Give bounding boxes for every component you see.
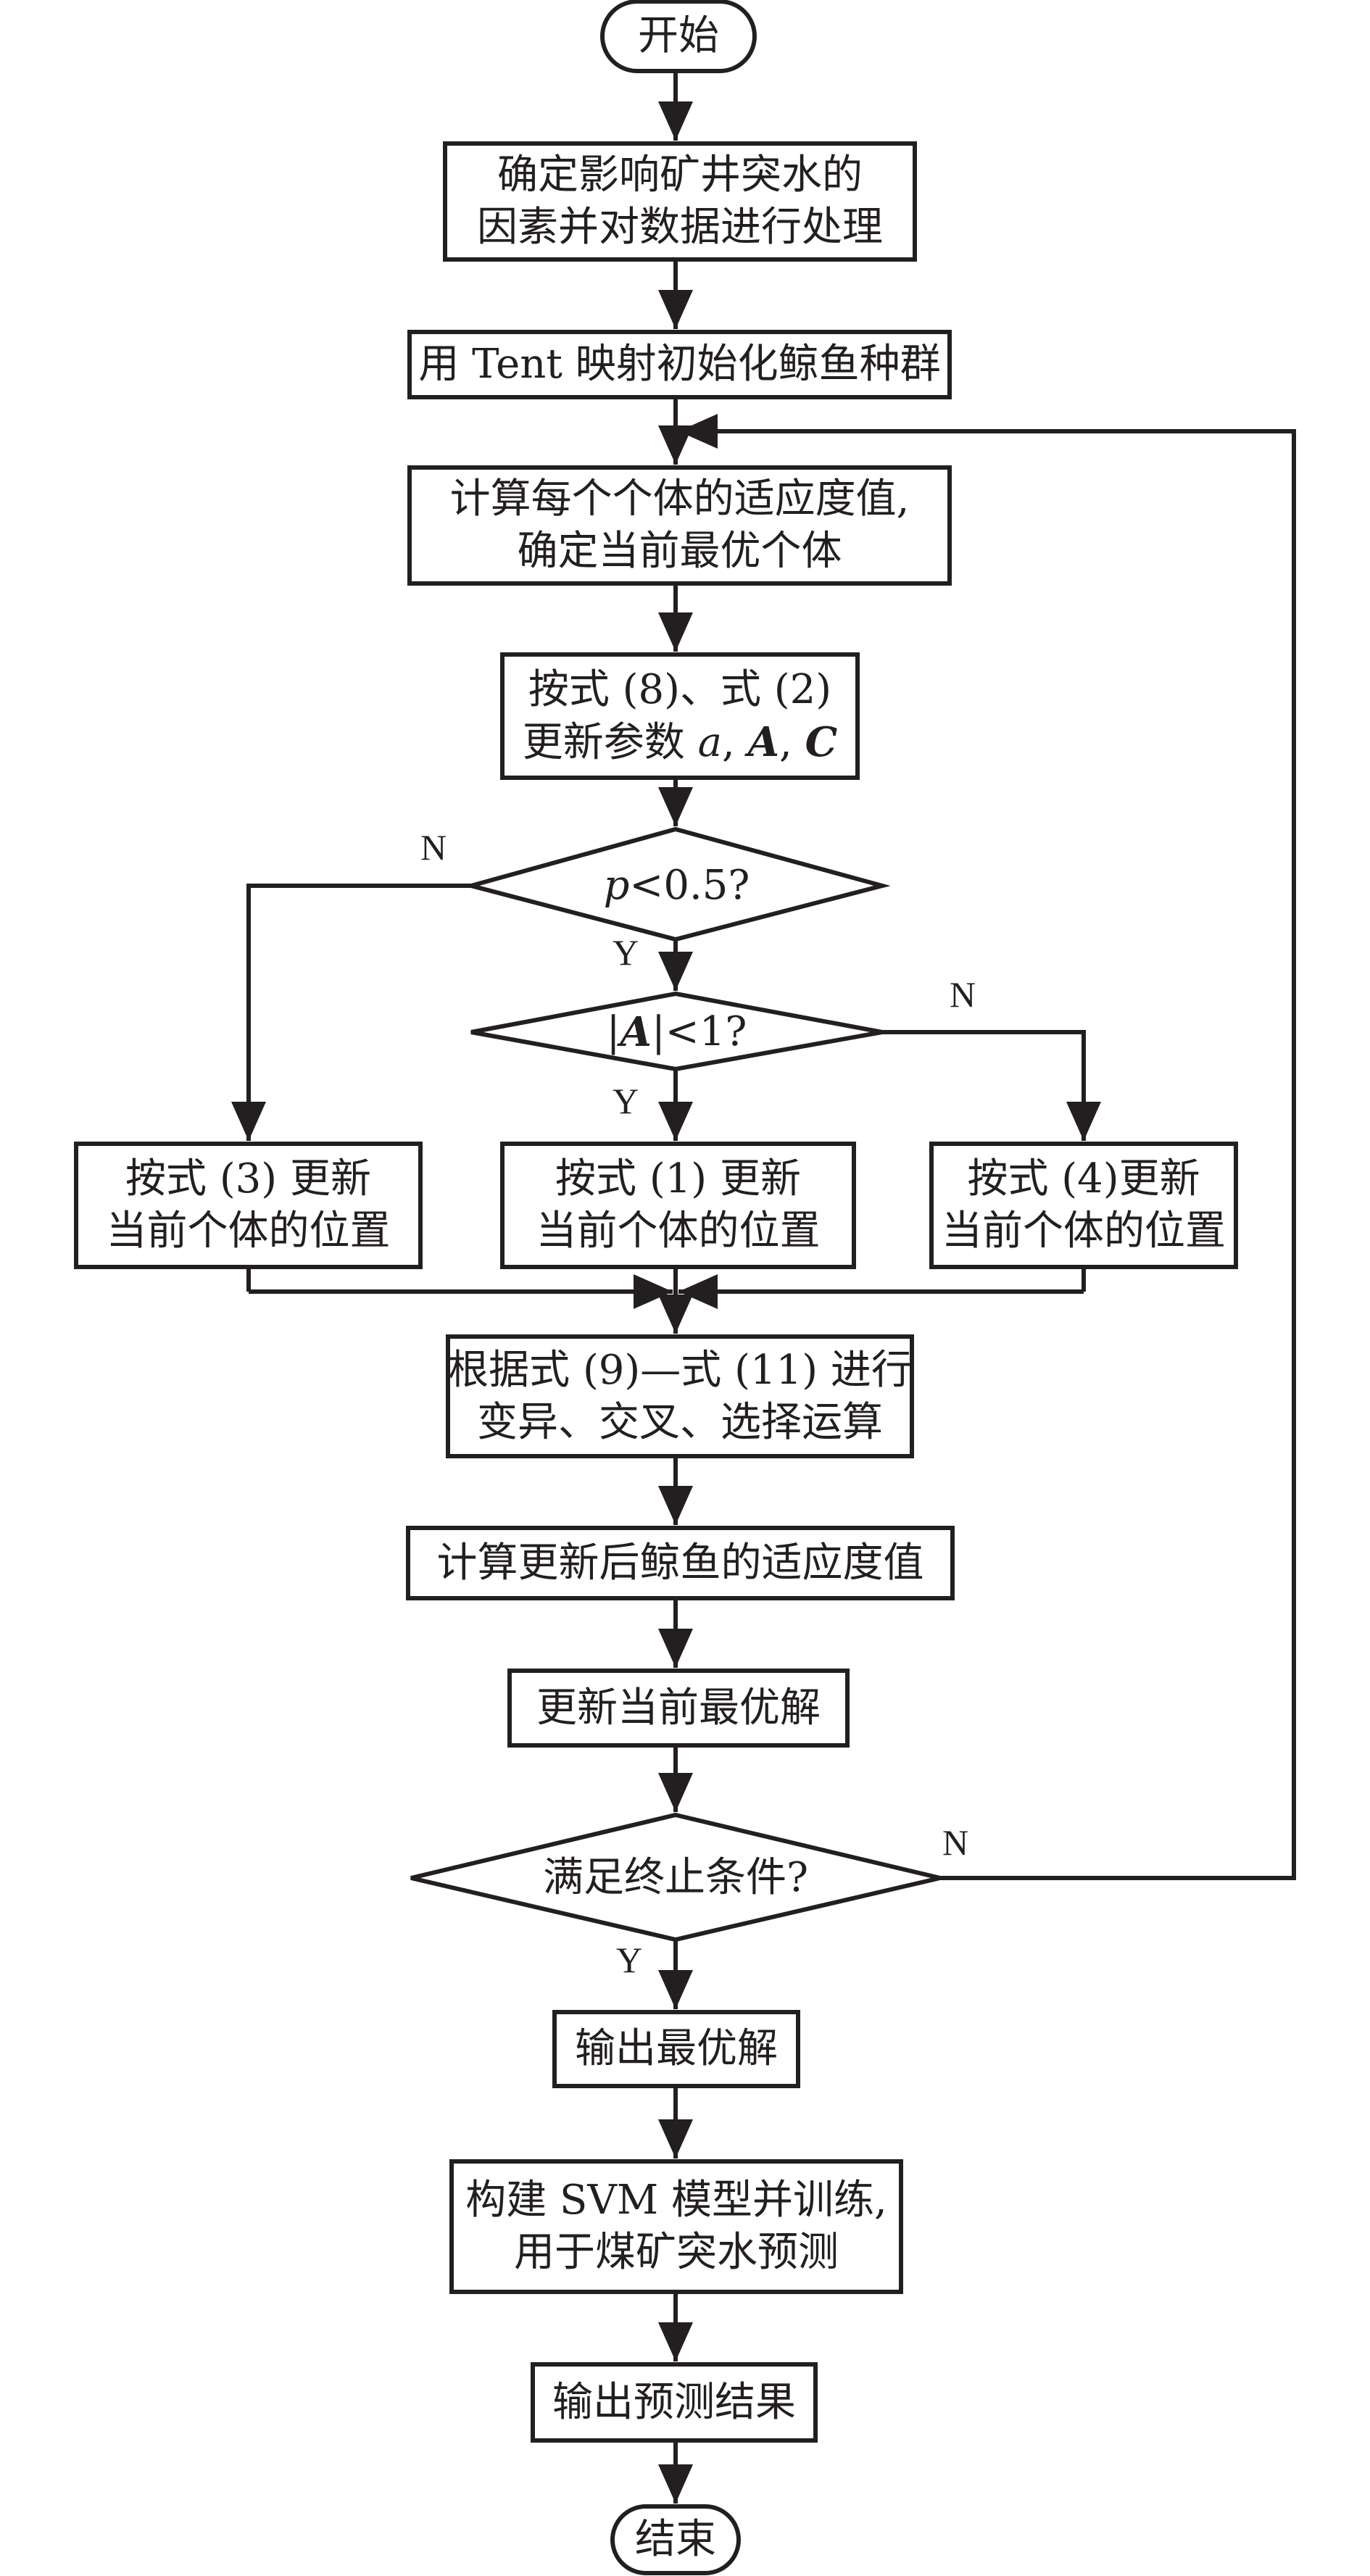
update-best-box xyxy=(507,1669,850,1748)
calc-fitness-label: 计算每个个体的适应度值, 确定当前最优个体 xyxy=(449,475,910,575)
arrow-p-no-pos3 xyxy=(231,884,471,1141)
build-svm-label: 构建 SVM 模型并训练, 用于煤矿突水预测 xyxy=(465,2177,887,2276)
calc-fitness-updated-box xyxy=(406,1526,955,1600)
decision-A-open: | xyxy=(606,1008,620,1055)
ga-ops-label: 根据式 (9)—式 (11) 进行 变异、交叉、选择运算 xyxy=(448,1346,912,1446)
decision-A-rest: |<1? xyxy=(651,1008,747,1055)
branch-p-yes: Y xyxy=(613,932,639,973)
calc-fitness-updated-label: 计算更新后鲸鱼的适应度值 xyxy=(436,1539,924,1587)
start-terminal-shape xyxy=(600,0,757,73)
update-pos-4-label: 按式 (4)更新 当前个体的位置 xyxy=(942,1155,1226,1255)
start-label: 开始 xyxy=(638,12,719,59)
identify-factors-box xyxy=(443,141,917,262)
arrow-stop-no-loop xyxy=(678,414,1296,1880)
update-pos-1-label: 按式 (1) 更新 当前个体的位置 xyxy=(536,1155,821,1255)
end-terminal-shape xyxy=(610,2504,741,2575)
tent-init-box xyxy=(407,330,952,399)
calc-fitness-box xyxy=(407,465,952,586)
param-C: C xyxy=(805,718,838,766)
param-A: A xyxy=(747,718,780,766)
decision-stop-label: 满足终止条件? xyxy=(542,1854,809,1901)
branch-A-no: N xyxy=(950,974,976,1015)
tent-init-label: 用 Tent 映射初始化鲸鱼种群 xyxy=(418,341,941,388)
branch-stop-yes: Y xyxy=(616,1940,643,1980)
param-a: a xyxy=(697,718,722,766)
decision-p-rest: <0.5? xyxy=(629,862,750,909)
identify-factors-label: 确定影响矿井突水的 因素并对数据进行处理 xyxy=(477,151,883,251)
decision-p-label: p<0.5? xyxy=(471,857,882,915)
update-params-prefix: 更新参数 xyxy=(522,718,698,766)
end-label: 结束 xyxy=(635,2516,716,2563)
update-pos-1-box xyxy=(500,1142,856,1269)
decision-p-var: p xyxy=(603,862,630,909)
update-params-line2: 更新参数 a, A, C xyxy=(522,718,838,766)
ga-ops-box xyxy=(446,1334,914,1458)
arrow-A-no-pos4 xyxy=(882,1030,1101,1141)
update-params-box xyxy=(500,652,860,780)
decision-A-var: A xyxy=(620,1008,652,1056)
branch-A-yes: Y xyxy=(613,1081,639,1121)
output-pred-label: 输出预测结果 xyxy=(552,2378,796,2426)
branch-stop-no: N xyxy=(942,1822,969,1863)
update-params-label: 按式 (8)、式 (2) 更新参数 a, A, C xyxy=(502,655,858,778)
update-params-line1: 按式 (8)、式 (2) xyxy=(528,665,832,713)
update-pos-3-label: 按式 (3) 更新 当前个体的位置 xyxy=(106,1155,391,1255)
update-best-label: 更新当前最优解 xyxy=(536,1684,821,1732)
output-best-label: 输出最优解 xyxy=(575,2025,778,2072)
decision-A-label: |A|<1? xyxy=(471,1003,882,1061)
branch-p-no: N xyxy=(420,827,447,868)
